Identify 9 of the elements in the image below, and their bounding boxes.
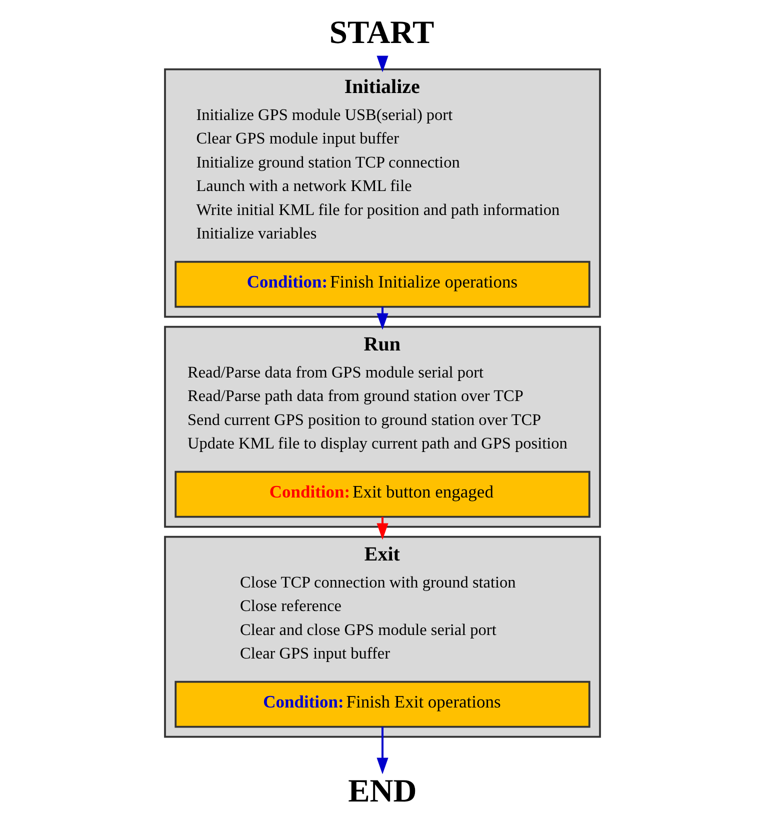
node-box: Condition:Finish Exit operations: [174, 680, 590, 728]
arrow: [376, 306, 388, 330]
arrow: [376, 56, 388, 72]
node-box: Condition:Finish Initialize operations: [174, 260, 590, 308]
arrow: [376, 726, 388, 774]
node-text: END: [348, 774, 417, 810]
arrow: [376, 516, 388, 540]
node-box: Condition:Exit button engaged: [174, 470, 590, 518]
node-text: START: [329, 14, 434, 51]
